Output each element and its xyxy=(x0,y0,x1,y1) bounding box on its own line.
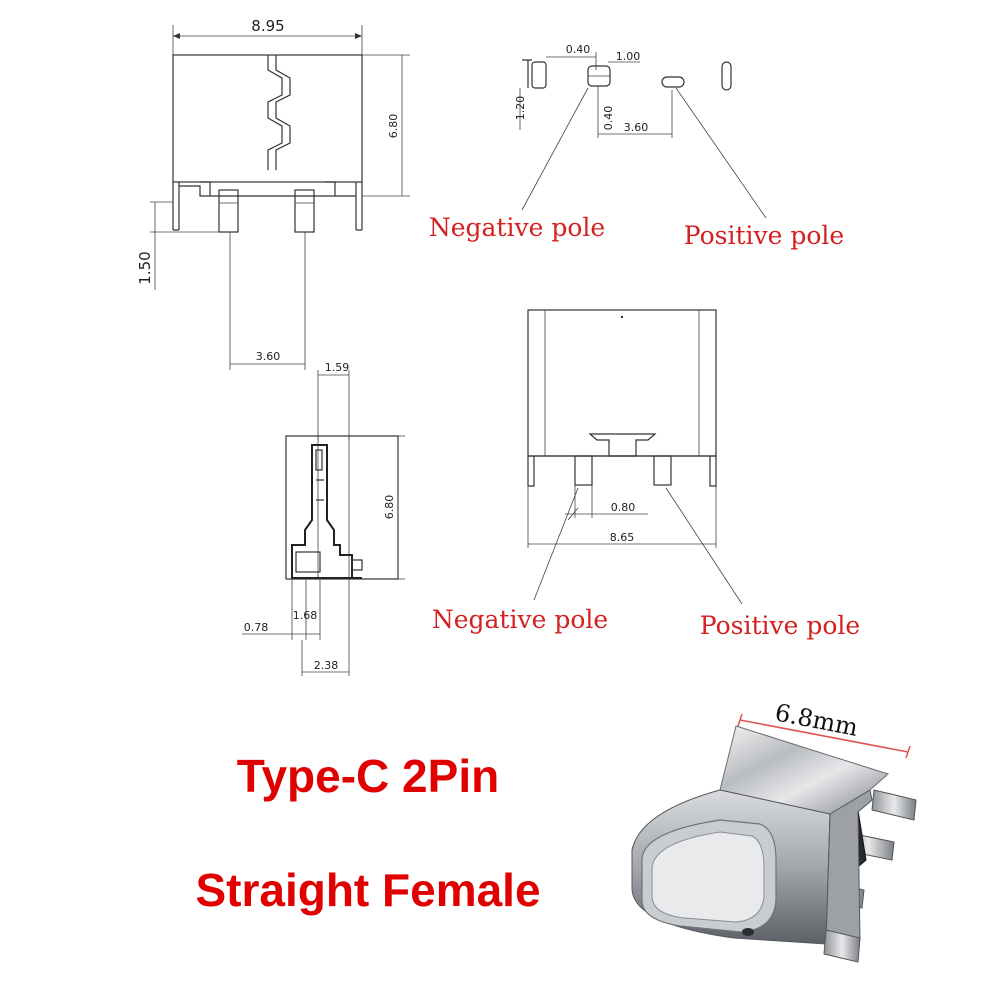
dim-top-height: 6.80 xyxy=(387,114,400,139)
dim-side-height: 6.80 xyxy=(383,495,396,520)
positive-pole-label-top: Positive pole xyxy=(684,221,844,250)
dim-top-pin-spacing: 3.60 xyxy=(256,350,281,363)
dim-side-offset-a: 0.78 xyxy=(244,621,269,634)
positive-pole-label-bottom: Positive pole xyxy=(700,611,860,640)
photo-size-label: 6.8mm xyxy=(773,698,861,741)
bottom-view: 0.80 8.65 xyxy=(527,309,743,605)
dim-side-thickness: 1.59 xyxy=(325,361,350,374)
negative-pole-label-top: Negative pole xyxy=(429,213,605,242)
dim-top-pin-length: 1.50 xyxy=(136,251,154,284)
pad-layout-view: 1.20 0.40 1.00 0.40 3.60 xyxy=(514,43,767,219)
dim-pad-width: 0.40 xyxy=(566,43,591,56)
dim-bottom-pin-gap: 0.80 xyxy=(611,501,636,514)
title-line-1: Type-C 2Pin xyxy=(237,750,499,802)
dim-side-offset-b: 1.68 xyxy=(293,609,318,622)
title-line-2: Straight Female xyxy=(195,864,540,916)
side-view: 1.59 6.80 0.78 1.68 2.38 xyxy=(242,361,405,676)
dim-pad-height: 1.20 xyxy=(514,96,527,121)
top-view: 8.95 6.80 1.50 3.60 xyxy=(136,17,410,370)
negative-pole-label-bottom: Negative pole xyxy=(432,605,608,634)
dim-top-width: 8.95 xyxy=(251,17,284,35)
dim-bottom-width: 8.65 xyxy=(610,531,635,544)
dim-pad-gap: 0.40 xyxy=(602,106,615,131)
product-photo: 6.8mm xyxy=(631,698,917,963)
dim-pad-spacing: 3.60 xyxy=(624,121,649,134)
dim-side-depth: 2.38 xyxy=(314,659,339,672)
dim-pad-length: 1.00 xyxy=(616,50,641,63)
